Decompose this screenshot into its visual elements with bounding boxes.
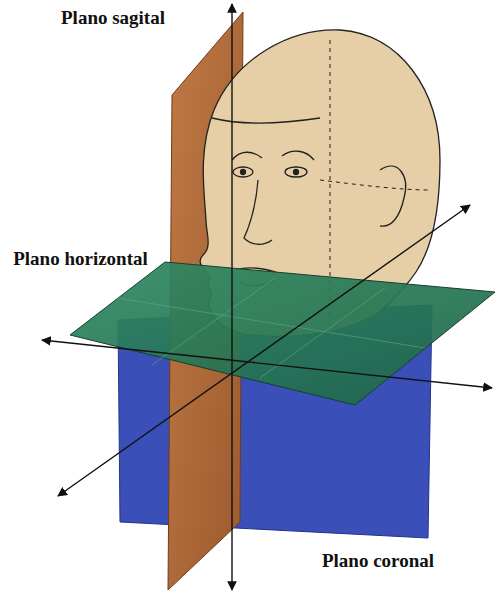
plane-label: Plano horizontal (10, 247, 151, 271)
axis-lines (42, 4, 492, 590)
plane-label: Plano coronal (259, 549, 497, 573)
horizontal-plane (70, 262, 495, 405)
plane-grid (117, 278, 425, 378)
plane-label: Plano sagital (30, 6, 196, 30)
